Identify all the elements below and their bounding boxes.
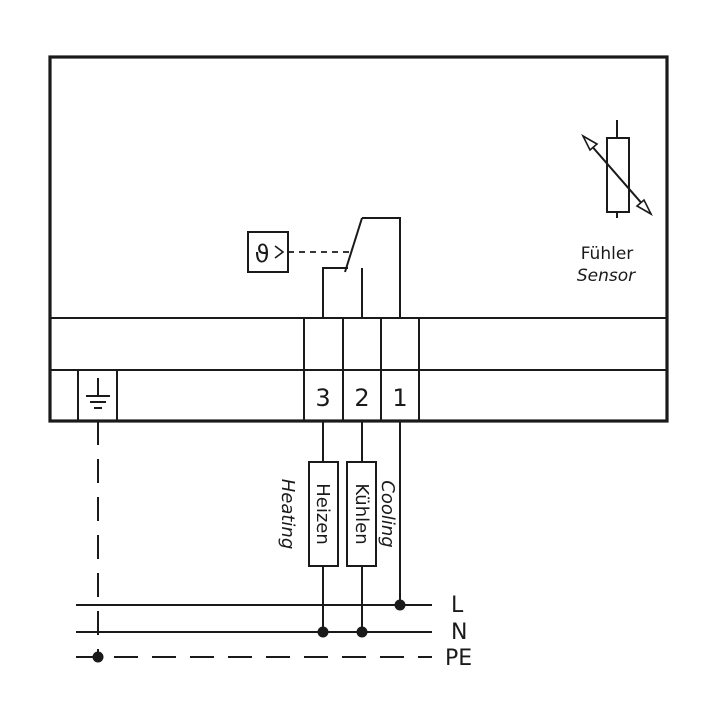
junction-dot (394, 599, 406, 611)
sensor-label-en: Sensor (577, 266, 636, 286)
bus-label-l: L (451, 593, 464, 618)
variable-resistor-icon (581, 120, 653, 218)
cooling-load: Kühlen Cooling (346, 461, 398, 567)
device-housing (48, 55, 669, 423)
sensor-label-de: Fühler (581, 244, 634, 264)
relay-contacts (322, 217, 401, 318)
cooling-label-en: Cooling (377, 480, 398, 547)
bus-label-pe: PE (445, 646, 472, 671)
terminal-block: 3 2 1 (303, 318, 420, 421)
thermostat-icon: ϑ (255, 240, 270, 268)
ground-icon (86, 378, 110, 409)
terminal-1-label: 1 (392, 384, 407, 412)
junction-dot (317, 626, 329, 638)
cooling-label-de: Kühlen (351, 483, 372, 544)
external-wiring (97, 421, 401, 657)
changeover-switch-icon (344, 217, 363, 273)
terminal-2-label: 2 (354, 384, 369, 412)
heating-label-de: Heizen (312, 483, 333, 545)
terminal-3-label: 3 (315, 384, 330, 412)
heating-load: Heizen Heating (277, 461, 339, 567)
ground-terminal (77, 370, 118, 421)
junction-dot (92, 651, 104, 663)
sensor: Fühler Sensor (577, 120, 653, 286)
junction-dot (356, 626, 368, 638)
bus-label-n: N (451, 620, 467, 645)
heating-label-en: Heating (277, 479, 298, 550)
supply-bus: L N PE (76, 593, 472, 671)
thermostat-element: ϑ (247, 231, 352, 273)
